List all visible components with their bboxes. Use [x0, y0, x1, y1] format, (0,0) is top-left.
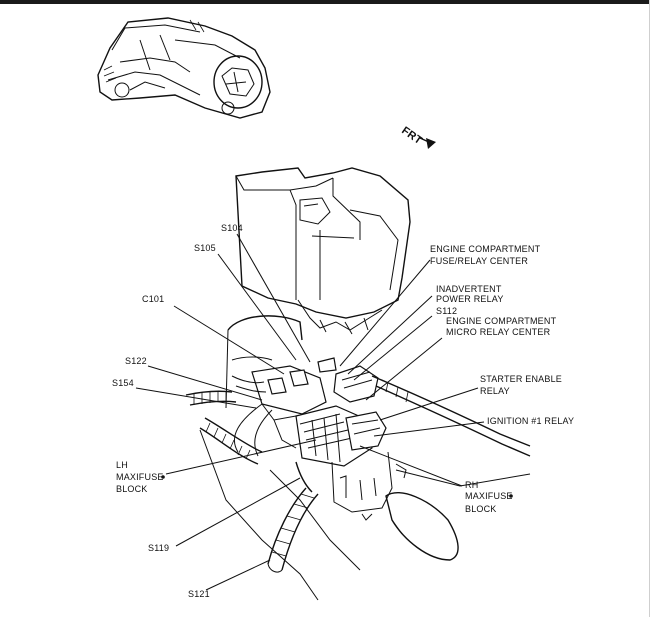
- label-inadvertent-line1: INADVERTENT: [436, 284, 502, 294]
- label-s105: S105: [194, 243, 216, 253]
- label-rh-maxifuse-line3: BLOCK: [465, 504, 497, 514]
- label-s122: S122: [125, 356, 147, 366]
- label-starter-line2: RELAY: [480, 386, 510, 396]
- lh-bullet-icon: [161, 475, 165, 479]
- label-lh-maxifuse-line2: MAXIFUSE: [116, 472, 164, 482]
- front-arrow-icon: [426, 138, 436, 149]
- label-lh-maxifuse-line3: BLOCK: [116, 484, 148, 494]
- rh-bullet-icon: [509, 494, 513, 498]
- front-direction-indicator: FRT: [399, 125, 436, 149]
- car-locator-icon: [97, 17, 271, 119]
- label-lh-maxifuse-line1: LH: [116, 460, 128, 470]
- callout-labels: S104 S105 C101 S122 S154 ENGINE COMPARTM…: [112, 223, 574, 599]
- label-micro-relay-line1: ENGINE COMPARTMENT: [446, 316, 557, 326]
- label-s154: S154: [112, 378, 134, 388]
- label-fuse-center-line1: ENGINE COMPARTMENT: [430, 244, 541, 254]
- label-fuse-center-line2: FUSE/RELAY CENTER: [430, 256, 528, 266]
- label-starter-line1: STARTER ENABLE: [480, 374, 562, 384]
- label-micro-relay-line2: MICRO RELAY CENTER: [446, 327, 551, 337]
- label-inadvertent-line2: POWER RELAY: [436, 294, 504, 304]
- label-s121: S121: [188, 589, 210, 599]
- label-rh-maxifuse-line1: RH: [465, 480, 478, 490]
- front-label: FRT: [399, 125, 424, 147]
- label-c101: C101: [142, 294, 164, 304]
- label-s104: S104: [221, 223, 243, 233]
- leader-lines: [135, 233, 485, 591]
- label-s112: S112: [436, 306, 457, 316]
- label-s119: S119: [148, 543, 169, 553]
- label-rh-maxifuse-line2: MAXIFUSE: [465, 491, 513, 501]
- engine-compartment-drawing: [185, 167, 531, 601]
- top-border: [0, 0, 650, 4]
- label-ignition-relay: IGNITION #1 RELAY: [487, 416, 574, 426]
